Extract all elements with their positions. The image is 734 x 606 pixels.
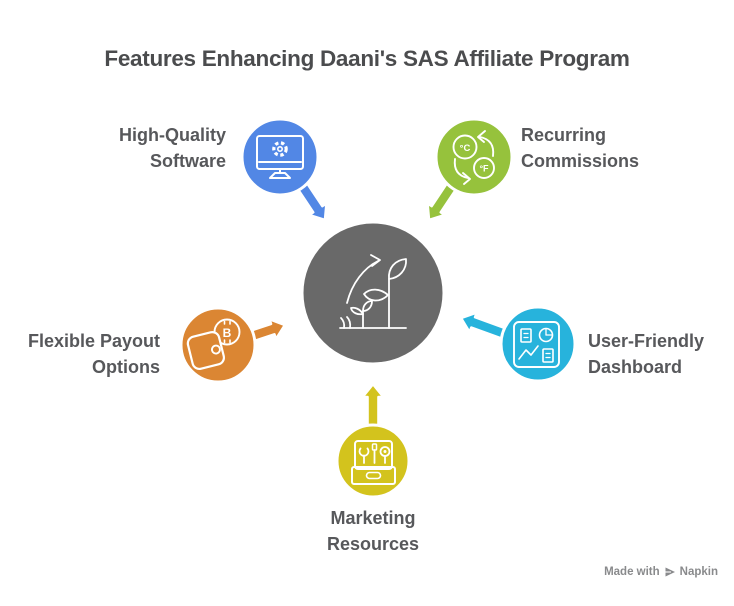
monitor-gear-icon bbox=[256, 135, 304, 179]
watermark-prefix: Made with bbox=[604, 566, 660, 578]
dashboard-charts-icon bbox=[513, 321, 560, 368]
svg-text:°F: °F bbox=[479, 164, 489, 174]
label-line: Options bbox=[92, 357, 160, 377]
recurring-commissions-circle bbox=[434, 117, 514, 197]
label-line: Resources bbox=[326, 534, 420, 554]
watermark-brand: Napkin bbox=[679, 566, 718, 578]
label-marketing-resources: Marketing Resources bbox=[273, 505, 473, 557]
made-with-napkin-watermark: Made with Napkin bbox=[604, 566, 718, 578]
label-line: Dashboard bbox=[588, 357, 683, 377]
label-user-friendly-dashboard: User-Friendly Dashboard bbox=[588, 328, 704, 380]
center-circle bbox=[300, 220, 446, 366]
label-high-quality-software: High-Quality Software bbox=[119, 122, 226, 174]
marketing-resources-circle bbox=[335, 423, 411, 499]
label-line: Flexible Payout bbox=[27, 331, 160, 351]
label-flexible-payout-options: Flexible Payout Options bbox=[28, 328, 160, 380]
conversion-cycle-icon: °C °F bbox=[452, 130, 495, 185]
high-quality-software-circle bbox=[240, 117, 320, 197]
wallet-bitcoin-icon: B bbox=[186, 318, 241, 371]
label-line: Recurring bbox=[521, 125, 607, 145]
label-recurring-commissions: Recurring Commissions bbox=[521, 122, 639, 174]
label-line: Marketing bbox=[330, 508, 416, 528]
label-line: High-Quality bbox=[119, 125, 226, 145]
toolbox-icon bbox=[351, 440, 396, 485]
user-friendly-dashboard-circle bbox=[499, 305, 577, 383]
svg-text:°C: °C bbox=[460, 143, 471, 154]
growth-plant-icon bbox=[339, 254, 407, 329]
napkin-logo-icon bbox=[665, 567, 675, 577]
label-line: Commissions bbox=[521, 151, 640, 171]
label-line: User-Friendly bbox=[588, 331, 705, 351]
page-title: Features Enhancing Daani's SAS Affiliate… bbox=[104, 46, 630, 71]
svg-text:B: B bbox=[223, 326, 232, 340]
label-line: Software bbox=[149, 151, 226, 171]
